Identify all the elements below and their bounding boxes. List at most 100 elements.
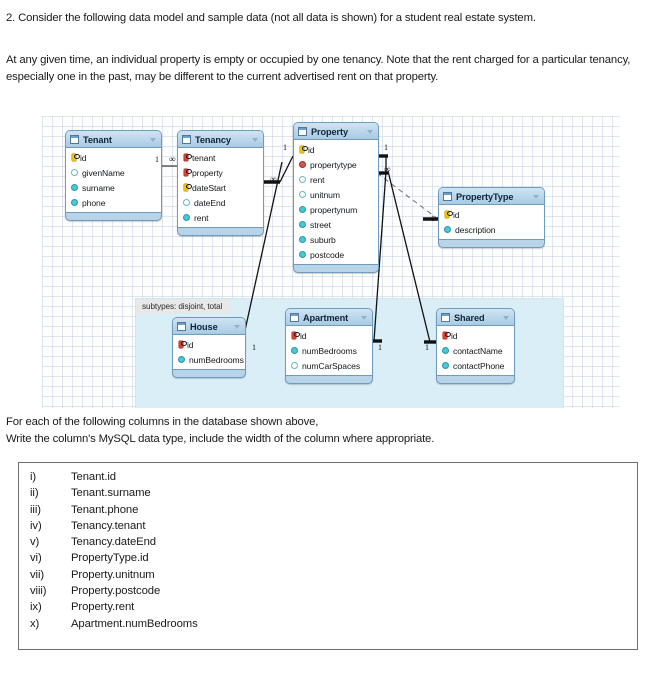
entity-tenant-header[interactable]: Tenant bbox=[66, 131, 161, 147]
attribute-row[interactable]: contactPhone bbox=[437, 358, 514, 373]
er-diagram: subtypes: disjoint, total Tenant bbox=[42, 116, 620, 408]
attribute-row[interactable]: propertynum bbox=[294, 202, 378, 217]
dot-filled-icon bbox=[178, 356, 185, 363]
chevron-down-icon[interactable] bbox=[150, 137, 156, 142]
entity-shared[interactable]: Shared id contactName contactPhone bbox=[436, 308, 515, 384]
list-item: v)Tenancy.dateEnd bbox=[19, 534, 637, 550]
dot-filled-icon bbox=[442, 362, 449, 369]
list-item-column: Tenancy.tenant bbox=[71, 519, 146, 532]
list-item-column: Property.postcode bbox=[71, 585, 161, 598]
attribute-row[interactable]: dateStart bbox=[178, 180, 263, 195]
attribute-label: propertytype bbox=[310, 159, 357, 170]
entity-apartment[interactable]: Apartment id numBedrooms numCarSpaces bbox=[285, 308, 373, 384]
diamond-red-icon bbox=[299, 161, 306, 168]
entity-property-attributes: id propertytype rent unitnum propertynum… bbox=[294, 139, 378, 265]
entity-tenant[interactable]: Tenant id givenName surname phone bbox=[65, 130, 162, 221]
chevron-down-icon[interactable] bbox=[533, 194, 539, 199]
list-item-column: Tenant.surname bbox=[71, 487, 151, 500]
list-item-numeral: vi) bbox=[30, 552, 42, 565]
entity-title: Apartment bbox=[303, 312, 349, 323]
entity-propertytype[interactable]: PropertyType id description bbox=[438, 187, 545, 248]
dot-filled-icon bbox=[299, 251, 306, 258]
attribute-label: numBedrooms bbox=[189, 354, 244, 365]
attribute-label: dateStart bbox=[192, 182, 226, 193]
entity-title: Shared bbox=[454, 312, 485, 323]
attribute-row[interactable]: id bbox=[294, 142, 378, 157]
chevron-down-icon[interactable] bbox=[234, 324, 240, 329]
entity-apartment-header[interactable]: Apartment bbox=[286, 309, 372, 325]
attribute-row[interactable]: rent bbox=[294, 172, 378, 187]
dot-open-icon bbox=[183, 199, 190, 206]
attribute-row[interactable]: numBedrooms bbox=[173, 352, 245, 367]
attribute-label: phone bbox=[82, 197, 106, 208]
attribute-row[interactable]: contactName bbox=[437, 343, 514, 358]
entity-property-header[interactable]: Property bbox=[294, 123, 378, 139]
attribute-row[interactable]: id bbox=[173, 337, 245, 352]
cardinality-label: 1 bbox=[378, 343, 382, 352]
cardinality-label: 1 bbox=[431, 214, 435, 223]
attribute-row[interactable]: id bbox=[286, 328, 372, 343]
dot-filled-icon bbox=[291, 347, 298, 354]
entity-shared-header[interactable]: Shared bbox=[437, 309, 514, 325]
attribute-row[interactable]: numCarSpaces bbox=[286, 358, 372, 373]
list-item-numeral: iii) bbox=[30, 503, 41, 516]
entity-tenancy-attributes: tenant property dateStart dateEnd rent bbox=[178, 147, 263, 228]
list-item: ix)Property.rent bbox=[19, 599, 637, 615]
attribute-row[interactable]: suburb bbox=[294, 232, 378, 247]
attribute-row[interactable]: unitnum bbox=[294, 187, 378, 202]
attribute-label: suburb bbox=[310, 234, 336, 245]
question-intro-paragraph-1: 2. Consider the following data model and… bbox=[6, 12, 536, 24]
entity-house[interactable]: House id numBedrooms bbox=[172, 317, 246, 378]
attribute-row[interactable]: id bbox=[66, 150, 161, 165]
attribute-label: street bbox=[310, 219, 331, 230]
table-icon bbox=[177, 322, 186, 331]
chevron-down-icon[interactable] bbox=[252, 137, 258, 142]
attribute-row[interactable]: numBedrooms bbox=[286, 343, 372, 358]
attribute-label: id bbox=[308, 144, 315, 155]
list-item: i)Tenant.id bbox=[19, 469, 637, 485]
chevron-down-icon[interactable] bbox=[367, 129, 373, 134]
attribute-row[interactable]: phone bbox=[66, 195, 161, 210]
attribute-label: contactPhone bbox=[453, 360, 505, 371]
attribute-label: dateEnd bbox=[194, 197, 226, 208]
attribute-row[interactable]: surname bbox=[66, 180, 161, 195]
attribute-row[interactable]: tenant bbox=[178, 150, 263, 165]
attribute-label: numBedrooms bbox=[302, 345, 357, 356]
entity-property[interactable]: Property id propertytype rent unitnum bbox=[293, 122, 379, 273]
key-yellow-icon bbox=[184, 184, 192, 191]
attribute-row[interactable]: id bbox=[439, 207, 544, 222]
entity-title: PropertyType bbox=[456, 191, 514, 202]
list-item-column: Property.unitnum bbox=[71, 568, 155, 581]
entity-house-header[interactable]: House bbox=[173, 318, 245, 334]
attribute-label: id bbox=[451, 330, 458, 341]
attribute-row[interactable]: givenName bbox=[66, 165, 161, 180]
entity-title: House bbox=[190, 321, 218, 332]
entity-propertytype-header[interactable]: PropertyType bbox=[439, 188, 544, 204]
attribute-row[interactable]: propertytype bbox=[294, 157, 378, 172]
chevron-down-icon[interactable] bbox=[503, 315, 509, 320]
entity-title: Tenancy bbox=[195, 134, 231, 145]
attribute-row[interactable]: property bbox=[178, 165, 263, 180]
entity-tenancy-header[interactable]: Tenancy bbox=[178, 131, 263, 147]
attribute-row[interactable]: postcode bbox=[294, 247, 378, 262]
dot-filled-icon bbox=[442, 347, 449, 354]
dot-filled-icon bbox=[71, 199, 78, 206]
list-item-column: Tenant.phone bbox=[71, 503, 139, 516]
chevron-down-icon[interactable] bbox=[361, 315, 367, 320]
attribute-label: propertynum bbox=[310, 204, 358, 215]
attribute-row[interactable]: id bbox=[437, 328, 514, 343]
list-item-numeral: x) bbox=[30, 617, 40, 630]
attribute-row[interactable]: street bbox=[294, 217, 378, 232]
attribute-row[interactable]: description bbox=[439, 222, 544, 237]
entity-tenant-attributes: id givenName surname phone bbox=[66, 147, 161, 213]
attribute-label: id bbox=[453, 209, 460, 220]
entity-tenancy[interactable]: Tenancy tenant property dateStart dateEn… bbox=[177, 130, 264, 236]
attribute-row[interactable]: dateEnd bbox=[178, 195, 263, 210]
dot-filled-icon bbox=[299, 206, 306, 213]
list-item: iv)Tenancy.tenant bbox=[19, 518, 637, 534]
list-item-numeral: i) bbox=[30, 471, 37, 483]
dot-open-icon bbox=[299, 176, 306, 183]
attribute-row[interactable]: rent bbox=[178, 210, 263, 225]
